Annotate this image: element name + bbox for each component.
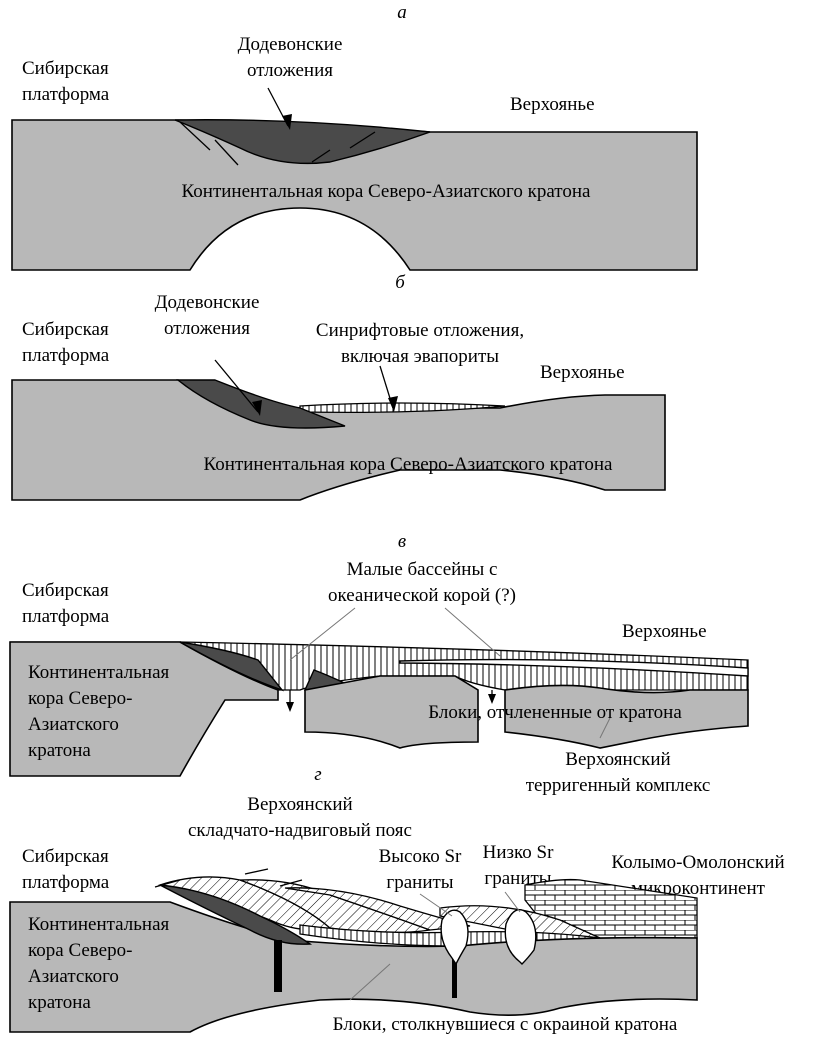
- panel-g-crust-line1: Континентальная: [28, 914, 170, 935]
- panel-v: в Сибирская платформа Малые бассейны с о…: [9, 531, 749, 796]
- panel-g-dyke-1: [274, 940, 282, 992]
- panel-a-letter: а: [397, 2, 407, 23]
- panel-g-crust-line2: кора Северо-: [28, 940, 132, 961]
- panel-v-terrigenous-line2: терригенный комплекс: [526, 775, 711, 796]
- panel-a-siberian-line2: платформа: [22, 84, 110, 105]
- panel-b-synrift-line2: включая эвапориты: [341, 346, 499, 367]
- panel-v-leader-lines: [289, 607, 611, 739]
- panel-b-siberian-line1: Сибирская: [22, 319, 109, 340]
- panel-v-small-basins-line1: Малые бассейны с: [347, 559, 498, 580]
- panel-a-predevonian-line1: Додевонские: [238, 34, 343, 55]
- panel-a-predevonian-line2: отложения: [247, 60, 333, 81]
- panel-b-predevonian-line1: Додевонские: [155, 292, 260, 313]
- panel-g-leader-lines: [349, 891, 521, 1001]
- panel-v-rift-arrowhead-1: [286, 702, 294, 712]
- panel-g-letter: г: [314, 764, 321, 785]
- panel-g-predevonian-deposits: [159, 884, 313, 945]
- panel-v-upper-lens: [399, 658, 749, 677]
- panel-a: а Сибирская платформа Додевонские отложе…: [11, 2, 698, 271]
- panel-g-crust-line3: Азиатского: [28, 966, 119, 987]
- panel-a-fault-lines: [179, 121, 376, 166]
- panel-b-synrift-deposits: [299, 402, 506, 414]
- panel-b-predevonian-arrowhead: [252, 400, 262, 416]
- panel-g-blocks-label: Блоки, столкнувшиеся с окраиной кратона: [333, 1014, 678, 1035]
- panel-g-siberian-line2: платформа: [22, 872, 110, 893]
- panel-b-crust-label: Континентальная кора Северо-Азиатского к…: [204, 454, 613, 475]
- panel-g-thrust-arrows: [154, 868, 303, 888]
- panel-g-fold-belt-line2: складчато-надвиговый пояс: [188, 820, 412, 841]
- panel-b-verkhoyanye: Верхоянье: [540, 362, 625, 383]
- panel-g: г Верхоянский складчато-надвиговый пояс …: [9, 764, 785, 1035]
- panel-g-high-sr-line2: граниты: [386, 872, 453, 893]
- panel-v-rift-arrowhead-2: [488, 694, 496, 704]
- panel-b-continental-crust: [11, 379, 666, 501]
- panel-g-low-sr-line1: Низко Sr: [483, 842, 554, 863]
- panel-g-siberian-line1: Сибирская: [22, 846, 109, 867]
- panel-v-blocks-label: Блоки, отчлененные от кратона: [428, 702, 682, 723]
- panel-b-siberian-line2: платформа: [22, 345, 110, 366]
- panel-b-predevonian-leader: [214, 359, 259, 413]
- panel-v-crust-line1: Континентальная: [28, 662, 170, 683]
- panel-v-verkhoyanye: Верхоянье: [622, 621, 707, 642]
- panel-v-crust-line2: кора Северо-: [28, 688, 132, 709]
- panel-a-verkhoyanye: Верхоянье: [510, 94, 595, 115]
- panel-g-low-sr-granite: [504, 909, 537, 965]
- panel-b-synrift-line1: Синрифтовые отложения,: [316, 320, 524, 341]
- panel-g-continental-crust: [9, 901, 698, 1033]
- panel-v-terrigenous-line1: Верхоянский: [565, 749, 670, 770]
- panel-g-high-sr-granite: [440, 909, 469, 966]
- panel-a-arrowhead: [282, 114, 292, 130]
- panel-v-siberian-line1: Сибирская: [22, 580, 109, 601]
- panel-v-crust-line4: кратона: [28, 740, 91, 761]
- panel-g-crust-line4: кратона: [28, 992, 91, 1013]
- panel-v-crust-line3: Азиатского: [28, 714, 119, 735]
- panel-b-synrift-arrowhead: [388, 396, 398, 412]
- panel-b: б Сибирская платформа Додевонские отложе…: [11, 272, 666, 501]
- panel-a-predevonian-deposits: [174, 119, 431, 165]
- panel-g-high-sr-line1: Высоко Sr: [379, 846, 462, 867]
- panel-v-siberian-line2: платформа: [22, 606, 110, 627]
- panel-v-east-block: [504, 684, 749, 749]
- panel-v-small-basins-line2: океанической корой (?): [328, 585, 516, 606]
- panel-g-kolyma-line1: Колымо-Омолонский: [611, 852, 784, 873]
- panel-b-predevonian-line2: отложения: [164, 318, 250, 339]
- panel-a-crust-label: Континентальная кора Северо-Азиатского к…: [182, 181, 591, 202]
- panel-v-letter: в: [398, 531, 406, 552]
- panel-g-fold-belt-line1: Верхоянский: [247, 794, 352, 815]
- panel-v-middle-block: [304, 675, 479, 749]
- panel-g-dyke-2: [452, 944, 457, 998]
- panel-b-letter: б: [395, 272, 406, 293]
- panel-v-predevonian-deposits: [179, 641, 285, 692]
- panel-a-siberian-line1: Сибирская: [22, 58, 109, 79]
